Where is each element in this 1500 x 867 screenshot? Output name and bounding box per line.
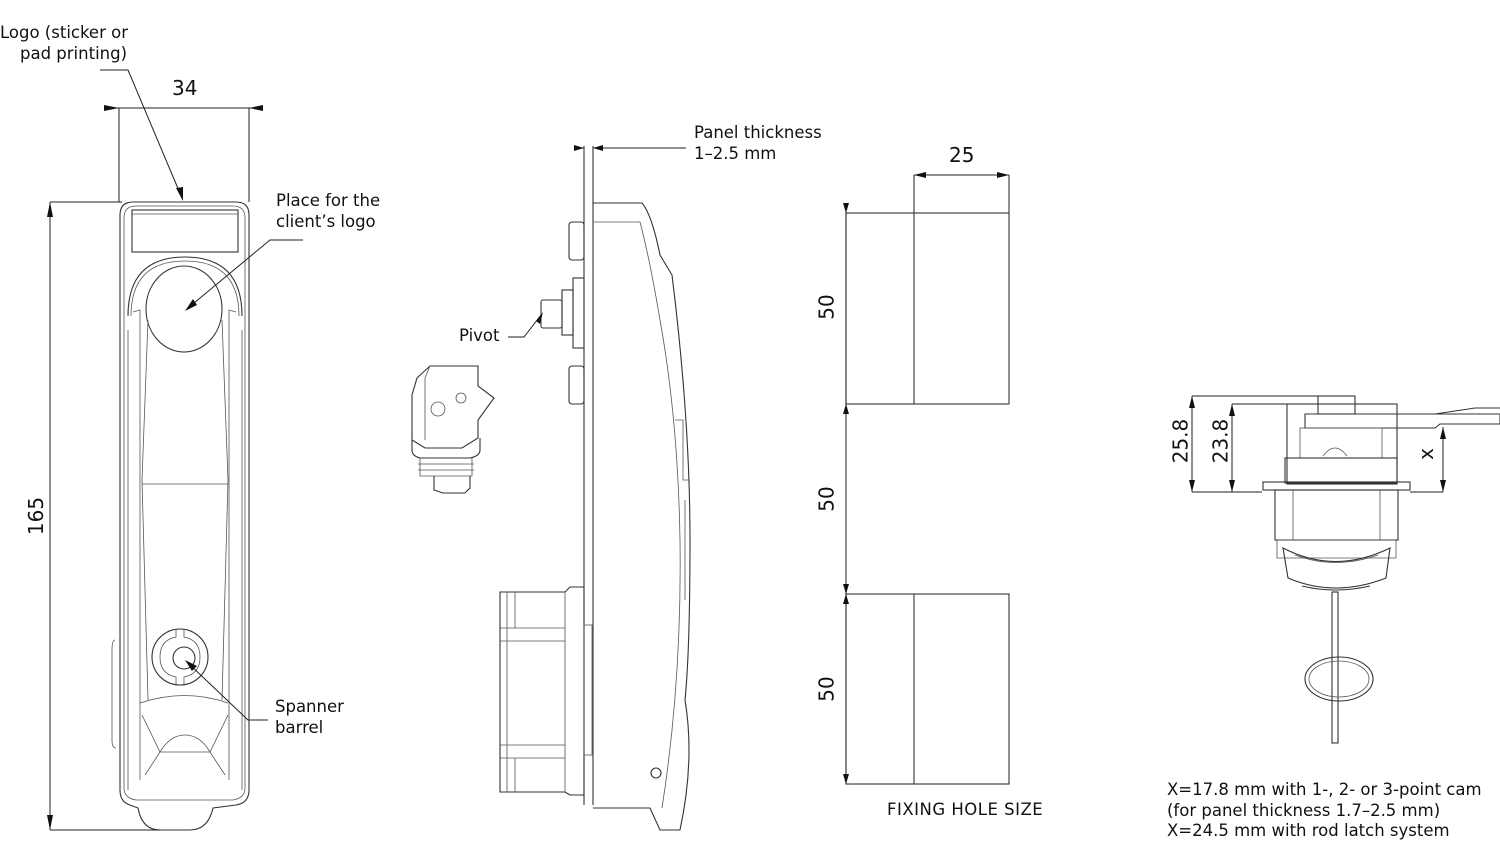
cam-dimension-25-8: 25.8 [1168, 418, 1193, 464]
fixing-hole-caption: FIXING HOLE SIZE [887, 800, 1044, 819]
hole-spacing-dimension-2: 50 [814, 486, 839, 512]
pivot-label: Pivot [459, 326, 500, 345]
cam-section-view [1189, 395, 1500, 744]
side-view-handle [499, 146, 691, 831]
cam-dimension-x: x [1413, 448, 1438, 460]
client-logo-line2: client’s logo [276, 212, 376, 231]
cam-note-1: X=17.8 mm with 1-, 2- or 3-point cam [1167, 780, 1482, 799]
front-view-dimensions [47, 69, 303, 831]
panel-thickness-line1: Panel thickness [694, 123, 822, 142]
logo-label-line2: pad printing) [20, 44, 128, 63]
spanner-barrel-label: Spanner barrel [275, 696, 344, 738]
cam-note-3: X=24.5 mm with rod latch system [1167, 821, 1450, 840]
logo-label-line1: Logo (sticker or [0, 23, 128, 42]
front-view-handle [111, 201, 250, 831]
panel-thickness-dimension [574, 145, 686, 151]
cam-note-2: (for panel thickness 1.7–2.5 mm) [1167, 800, 1441, 820]
cam-insert-part [411, 365, 495, 494]
cam-dimension-23-8: 23.8 [1208, 418, 1233, 464]
hole-spacing-dimension-1: 50 [814, 294, 839, 320]
width-dimension-34: 34 [172, 76, 198, 100]
client-logo-line1: Place for the [276, 191, 381, 210]
spanner-line2: barrel [275, 718, 324, 737]
height-dimension-165: 165 [24, 496, 49, 536]
hole-spacing-dimension-3: 50 [814, 676, 839, 702]
panel-thickness-line2: 1–2.5 mm [694, 144, 777, 163]
cam-notes: X=17.8 mm with 1-, 2- or 3-point cam (fo… [1167, 780, 1482, 842]
spanner-line1: Spanner [275, 697, 344, 716]
hole-width-dimension-25: 25 [949, 143, 975, 167]
client-logo-label: Place for the client’s logo [276, 190, 380, 232]
logo-sticker-label: Logo (sticker or pad printing) [0, 22, 128, 64]
panel-thickness-label: Panel thickness 1–2.5 mm [694, 122, 822, 164]
fixing-hole-diagram [843, 172, 1010, 785]
